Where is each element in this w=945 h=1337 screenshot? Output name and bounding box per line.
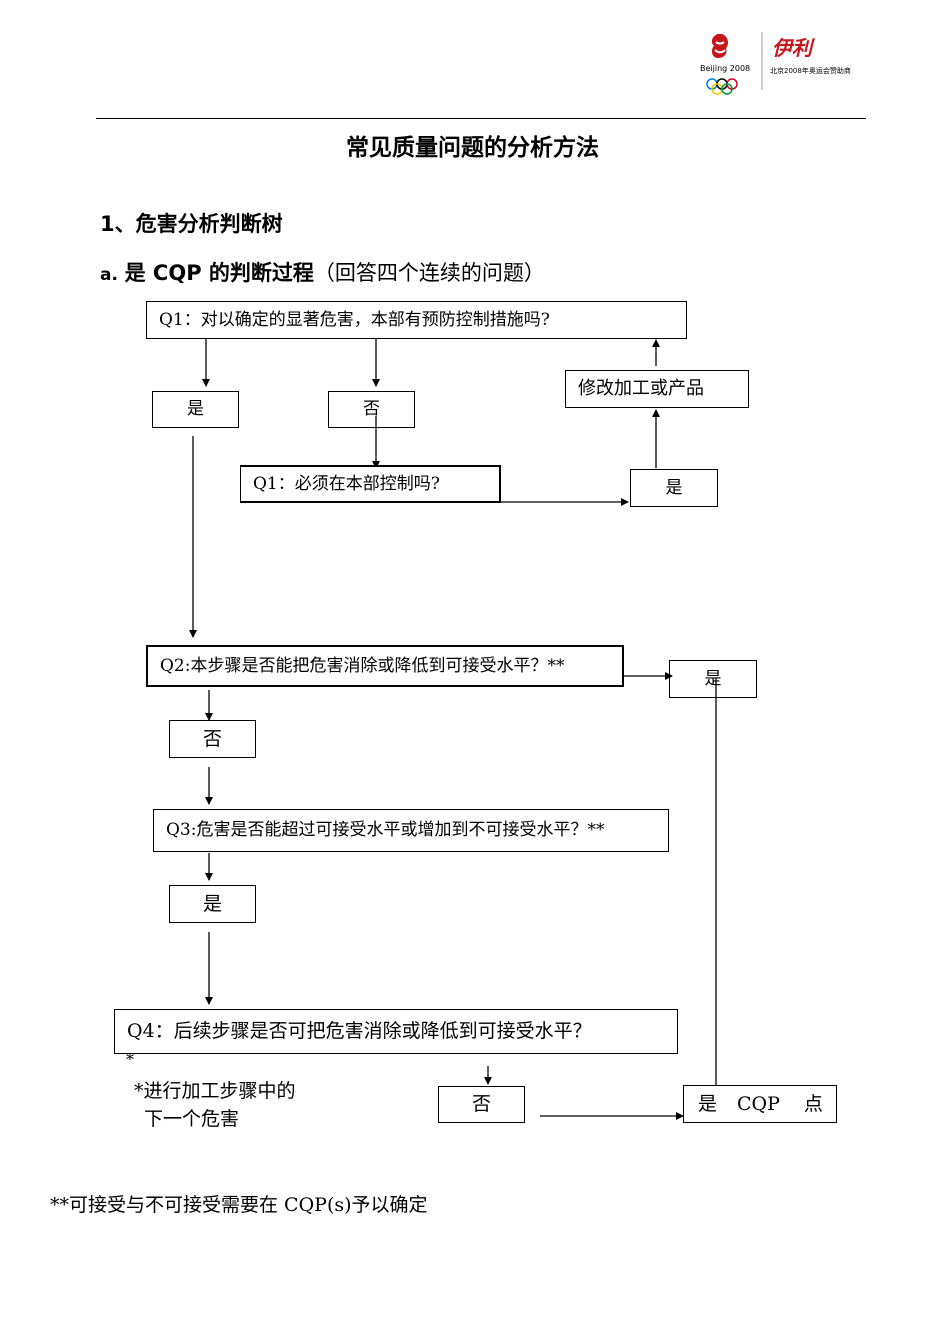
q1b-yes-text: 是 bbox=[665, 477, 683, 498]
logo-yili-text: 伊利 bbox=[772, 36, 812, 60]
header-divider bbox=[96, 118, 866, 119]
q1-box: Q1：对以确定的显著危害，本部有预防控制措施吗? bbox=[146, 301, 687, 339]
q3-yes-text: 是 bbox=[202, 892, 222, 915]
modify-text: 修改加工或产品 bbox=[578, 378, 704, 399]
q1-no-box: 否 bbox=[328, 391, 415, 428]
header-logo: Beijing 2008 伊利 北京2008年奥运会赞助商 bbox=[700, 28, 870, 98]
q1b-box: Q1：必须在本部控制吗? bbox=[240, 465, 501, 503]
q1-text: Q1：对以确定的显著危害，本部有预防控制措施吗? bbox=[159, 309, 550, 330]
q1b-yes-box: 是 bbox=[630, 469, 718, 507]
page-title: 常见质量问题的分析方法 bbox=[346, 135, 599, 161]
note-line-1: *进行加工步骤中的 bbox=[134, 1080, 296, 1102]
q4-no-text: 否 bbox=[471, 1093, 491, 1115]
q1-yes-box: 是 bbox=[152, 391, 239, 428]
footer-note: **可接受与不可接受需要在 CQP(s)予以确定 bbox=[50, 1194, 428, 1216]
q1-yes-text: 是 bbox=[187, 399, 204, 419]
q2-text: Q2:本步骤是否能把危害消除或降低到可接受水平？** bbox=[160, 655, 565, 676]
q4-star: * bbox=[126, 1050, 134, 1069]
q4-no-box: 否 bbox=[438, 1086, 525, 1123]
section-a-bold: 是 CQP 的判断过程 bbox=[124, 261, 314, 285]
q2-no-box: 否 bbox=[169, 720, 256, 758]
section-a-prefix: a. bbox=[100, 265, 118, 285]
modify-box: 修改加工或产品 bbox=[565, 370, 749, 408]
q3-text: Q3:危害是否能超过可接受水平或增加到不可接受水平？** bbox=[166, 820, 605, 840]
q3-yes-box: 是 bbox=[169, 885, 256, 923]
note-line-2: 下一个危害 bbox=[144, 1108, 240, 1130]
q2-yes-box: 是 bbox=[669, 660, 757, 698]
q2-box: Q2:本步骤是否能把危害消除或降低到可接受水平？** bbox=[146, 645, 624, 687]
section-heading-1: 1、危害分析判断树 bbox=[100, 212, 283, 236]
section-heading-a: a. 是 CQP 的判断过程（回答四个连续的问题） bbox=[100, 257, 545, 287]
beijing-2008-emblem-icon bbox=[706, 32, 763, 95]
logo-beijing-text: Beijing 2008 bbox=[700, 64, 751, 73]
q1-no-text: 否 bbox=[363, 399, 380, 419]
q2-no-text: 否 bbox=[202, 727, 222, 750]
q3-box: Q3:危害是否能超过可接受水平或增加到不可接受水平？** bbox=[153, 809, 669, 852]
q4-text: Q4：后续步骤是否可把危害消除或降低到可接受水平？ bbox=[127, 1020, 592, 1042]
q1b-text: Q1：必须在本部控制吗? bbox=[253, 473, 440, 494]
cqp-point-text: 点 bbox=[803, 1092, 823, 1115]
logo-subtext: 北京2008年奥运会赞助商 bbox=[770, 67, 851, 75]
q2-yes-text: 是 bbox=[704, 668, 722, 689]
q4-box: Q4：后续步骤是否可把危害消除或降低到可接受水平？ bbox=[114, 1009, 678, 1054]
cqp-box: 是 CQP 点 bbox=[683, 1085, 837, 1123]
cqp-label-text: CQP bbox=[737, 1092, 780, 1115]
cqp-yes-text: 是 bbox=[698, 1092, 718, 1115]
section-a-rest: （回答四个连续的问题） bbox=[313, 261, 545, 285]
